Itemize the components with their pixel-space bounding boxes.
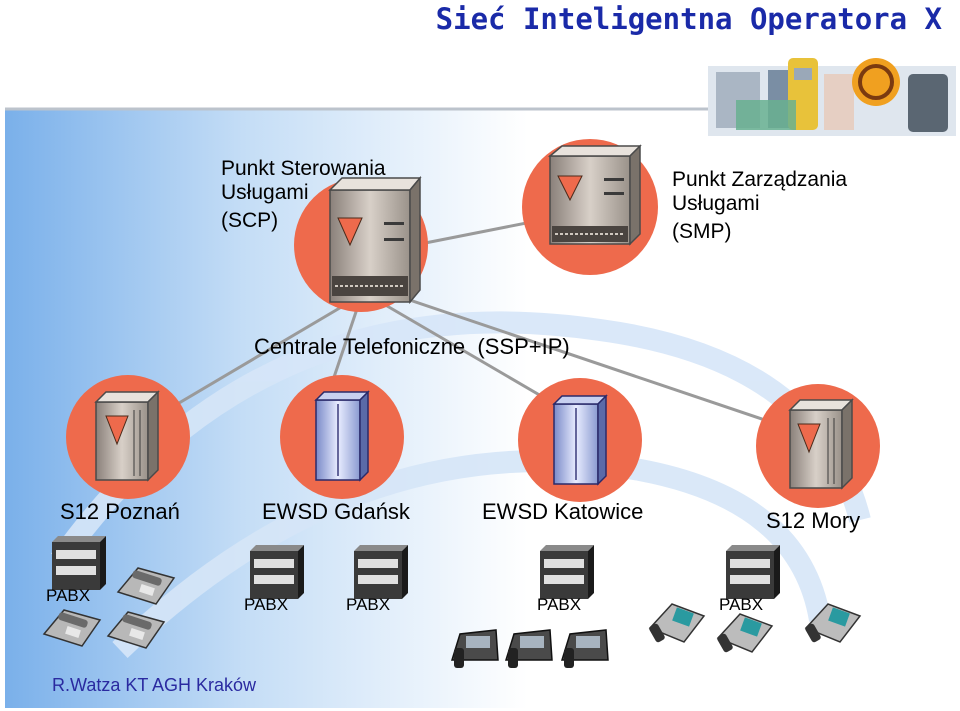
- pabx-unit: [354, 545, 408, 599]
- smp-server-node: [522, 139, 658, 275]
- smp-label-line1: Punkt Zarządzania: [672, 168, 848, 191]
- scp-label-line3: (SCP): [221, 209, 279, 232]
- phone-icon: [42, 609, 102, 647]
- smp-label-line3: (SMP): [672, 220, 732, 243]
- pabx-unit: [250, 545, 304, 599]
- link-scp-mory: [379, 288, 825, 442]
- phone-icon: [504, 629, 553, 668]
- exchanges-section-label: Centrale Telefoniczne (SSP+IP): [254, 334, 570, 359]
- smp-label-line2: Usługami: [672, 192, 760, 215]
- pabx-unit: [52, 536, 106, 590]
- scp-label-line1: Punkt Sterowania: [221, 157, 386, 180]
- smp-label: Punkt Zarządzania Usługami (SMP): [672, 168, 847, 244]
- phone-icon: [116, 567, 176, 605]
- pabx-label: PABX: [719, 595, 764, 614]
- phone-icon: [716, 613, 774, 653]
- telecom-collage-image: [708, 58, 956, 136]
- exchange-node-s12-mory: [756, 384, 880, 508]
- exchange-node-ewsd-katowice: [518, 378, 642, 502]
- exchange-label-s12-poznan: S12 Poznań: [60, 499, 180, 524]
- pabx-unit: [540, 545, 594, 599]
- footer-credit: R.Watza KT AGH Kraków: [52, 675, 257, 695]
- exchange-label-ewsd-gdansk: EWSD Gdańsk: [262, 499, 410, 524]
- exchange-label-s12-mory: S12 Mory: [766, 508, 861, 533]
- pabx-label: PABX: [346, 595, 391, 614]
- phone-icon: [804, 603, 862, 643]
- scp-server-node: [294, 175, 428, 312]
- pabx-label: PABX: [46, 586, 91, 605]
- exchange-label-ewsd-katowice: EWSD Katowice: [482, 499, 644, 524]
- scp-label-line2: Usługami: [221, 181, 309, 204]
- slide-title: Sieć Inteligentna Operatora X: [435, 2, 942, 36]
- phone-icon: [648, 603, 706, 643]
- exchange-node-ewsd-gdansk: [280, 375, 404, 499]
- pabx-label: PABX: [244, 595, 289, 614]
- phone-icon: [450, 629, 499, 668]
- exchange-node-s12-poznan: [66, 375, 190, 499]
- phone-icon: [560, 629, 609, 668]
- pabx-unit: [726, 545, 780, 599]
- phone-icon: [106, 611, 166, 649]
- scp-label: Punkt Sterowania Usługami (SCP): [221, 157, 386, 233]
- pabx-label: PABX: [537, 595, 582, 614]
